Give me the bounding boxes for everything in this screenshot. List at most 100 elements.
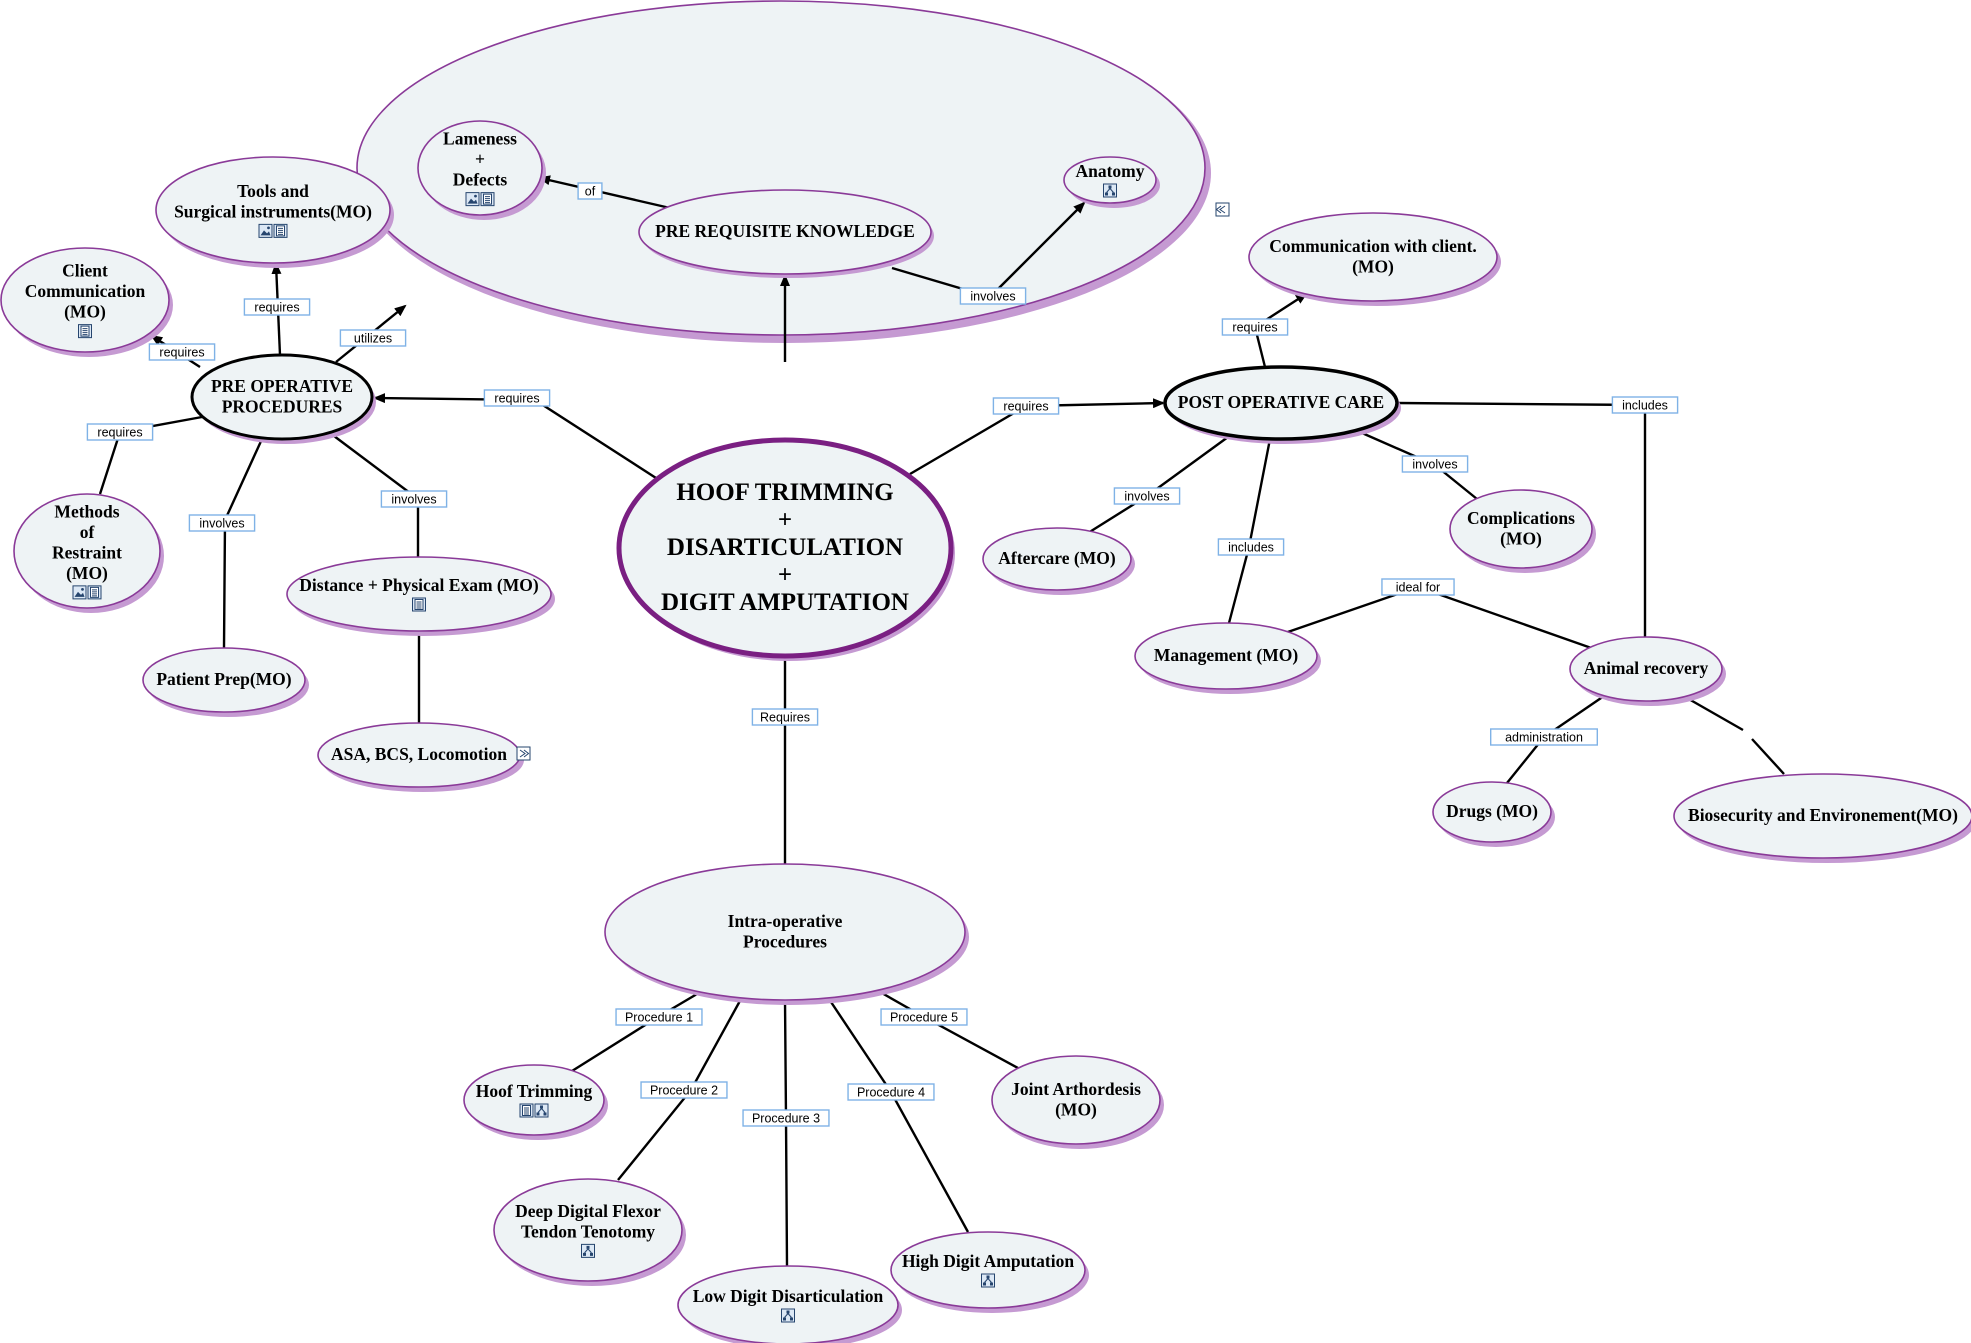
node-label: PRE REQUISITE KNOWLEDGE bbox=[655, 221, 915, 241]
node-ellipse bbox=[1248, 212, 1498, 302]
connector-line bbox=[373, 393, 657, 480]
node-label: Hoof Trimming bbox=[476, 1081, 593, 1101]
link-label-administration[interactable]: administration bbox=[1489, 728, 1598, 746]
link-label-procedure-1[interactable]: Procedure 1 bbox=[615, 1008, 703, 1026]
node-patient-prep[interactable]: Patient Prep(MO) bbox=[142, 647, 309, 717]
link-label-procedure-3[interactable]: Procedure 3 bbox=[742, 1109, 830, 1127]
node-comm-client[interactable]: Communication with client.(MO) bbox=[1248, 212, 1501, 306]
node-label: POST OPERATIVE CARE bbox=[1178, 392, 1384, 412]
image-icon[interactable] bbox=[72, 585, 87, 600]
node-label: Lameness bbox=[443, 129, 517, 149]
node-ellipse bbox=[991, 1055, 1161, 1145]
node-low-digit[interactable]: Low Digit Disarticulation bbox=[677, 1265, 902, 1343]
link-label-text: administration bbox=[1505, 731, 1583, 745]
link-label-text: Procedure 3 bbox=[752, 1112, 820, 1126]
link-label-requires-comm[interactable]: requires bbox=[1221, 318, 1289, 336]
connector-line bbox=[538, 175, 671, 210]
link-label-includes-recovery[interactable]: includes bbox=[1611, 396, 1679, 414]
node-post-op[interactable]: POST OPERATIVE CARE bbox=[1163, 365, 1401, 444]
document-icon[interactable] bbox=[273, 223, 288, 238]
node-lameness[interactable]: Lameness+Defects bbox=[417, 120, 546, 220]
document-icon[interactable] bbox=[87, 585, 102, 600]
node-label: Deep Digital Flexor bbox=[515, 1201, 661, 1221]
node-label: (MO) bbox=[66, 563, 108, 583]
link-label-requires-prereq[interactable]: requires bbox=[483, 389, 551, 407]
node-joint[interactable]: Joint Arthordesis(MO) bbox=[991, 1055, 1164, 1149]
node-label: Communication bbox=[25, 281, 146, 301]
node-physical-exam[interactable]: Distance + Physical Exam (MO) bbox=[286, 556, 555, 636]
link-label-involves-aftercare[interactable]: involves bbox=[1113, 487, 1181, 505]
link-label-involves-complications[interactable]: involves bbox=[1401, 455, 1469, 473]
concept-map-icon[interactable] bbox=[781, 1308, 795, 1323]
node-animal-recovery[interactable]: Animal recovery bbox=[1569, 636, 1726, 706]
node-ellipse bbox=[1063, 156, 1157, 204]
node-label: PRE OPERATIVE bbox=[211, 376, 353, 396]
node-hoof-trimming[interactable]: Hoof Trimming bbox=[463, 1064, 608, 1140]
node-ellipse bbox=[190, 353, 374, 441]
link-label-requires-intra[interactable]: Requires bbox=[751, 708, 819, 726]
document-icon[interactable] bbox=[412, 597, 426, 612]
node-label: DISARTICULATION bbox=[667, 534, 903, 561]
link-label-text: ideal for bbox=[1396, 581, 1440, 595]
link-label-of[interactable]: of bbox=[577, 182, 603, 200]
node-aftercare[interactable]: Aftercare (MO) bbox=[982, 527, 1135, 595]
document-icon[interactable] bbox=[519, 1103, 534, 1118]
link-label-involves-anatomy[interactable]: involves bbox=[959, 287, 1027, 305]
concept-map-icon[interactable] bbox=[581, 1243, 595, 1258]
link-label-text: Procedure 1 bbox=[625, 1011, 693, 1025]
node-label: Animal recovery bbox=[1584, 658, 1709, 678]
expand-group-icon[interactable] bbox=[516, 746, 531, 761]
link-label-text: involves bbox=[970, 290, 1015, 304]
link-label-utilizes[interactable]: utilizes bbox=[339, 329, 407, 347]
node-drugs[interactable]: Drugs (MO) bbox=[1432, 781, 1555, 847]
node-management[interactable]: Management (MO) bbox=[1134, 622, 1321, 694]
link-label-text: Procedure 5 bbox=[890, 1011, 958, 1025]
node-complications[interactable]: Complications(MO) bbox=[1449, 489, 1596, 573]
node-label: (MO) bbox=[1055, 1099, 1097, 1119]
image-icon[interactable] bbox=[465, 192, 480, 207]
node-ellipse bbox=[155, 156, 391, 264]
node-ellipse bbox=[638, 189, 932, 275]
link-label-procedure-2[interactable]: Procedure 2 bbox=[640, 1081, 728, 1099]
node-label: HOOF TRIMMING bbox=[676, 479, 893, 506]
link-label-procedure-4[interactable]: Procedure 4 bbox=[847, 1083, 935, 1101]
image-icon[interactable] bbox=[258, 223, 273, 238]
link-label-requires-tools[interactable]: requires bbox=[243, 298, 311, 316]
node-prereq[interactable]: PRE REQUISITE KNOWLEDGE bbox=[638, 189, 934, 278]
node-high-digit[interactable]: High Digit Amputation bbox=[890, 1231, 1089, 1313]
node-central[interactable]: HOOF TRIMMING+DISARTICULATION+DIGIT AMPU… bbox=[616, 437, 955, 661]
link-label-requires-restraint[interactable]: requires bbox=[86, 423, 154, 441]
collapse-group-icon[interactable] bbox=[1215, 202, 1230, 217]
node-asa[interactable]: ASA, BCS, Locomotion bbox=[317, 722, 524, 792]
link-label-ideal-for[interactable]: ideal for bbox=[1381, 578, 1455, 596]
node-label: (MO) bbox=[64, 302, 106, 322]
link-label-involves-patient[interactable]: involves bbox=[188, 514, 256, 532]
link-label-procedure-5[interactable]: Procedure 5 bbox=[880, 1008, 968, 1026]
document-icon[interactable] bbox=[480, 192, 495, 207]
node-anatomy[interactable]: Anatomy bbox=[1063, 156, 1160, 208]
link-label-involves-exam[interactable]: involves bbox=[380, 490, 448, 508]
link-label-text: requires bbox=[159, 346, 204, 360]
node-label: Surgical instruments(MO) bbox=[174, 201, 372, 221]
concept-map-icon[interactable] bbox=[1103, 183, 1117, 198]
node-ellipse bbox=[286, 556, 552, 632]
node-label: Procedures bbox=[743, 931, 827, 951]
node-ellipse bbox=[1134, 622, 1318, 690]
concept-map-icon[interactable] bbox=[981, 1273, 995, 1288]
node-label: of bbox=[80, 522, 95, 542]
node-ellipse bbox=[13, 493, 161, 609]
node-biosecurity[interactable]: Biosecurity and Environement(MO) bbox=[1673, 773, 1971, 863]
link-label-requires-post[interactable]: requires bbox=[992, 397, 1060, 415]
link-labels: of involves requires utilizes requires requir… bbox=[86, 182, 1679, 1127]
concept-map-icon[interactable] bbox=[534, 1103, 549, 1118]
node-label: (MO) bbox=[1500, 528, 1542, 548]
link-label-includes-management[interactable]: includes bbox=[1217, 538, 1285, 556]
document-icon[interactable] bbox=[78, 324, 92, 339]
link-label-requires-client[interactable]: requires bbox=[148, 343, 216, 361]
